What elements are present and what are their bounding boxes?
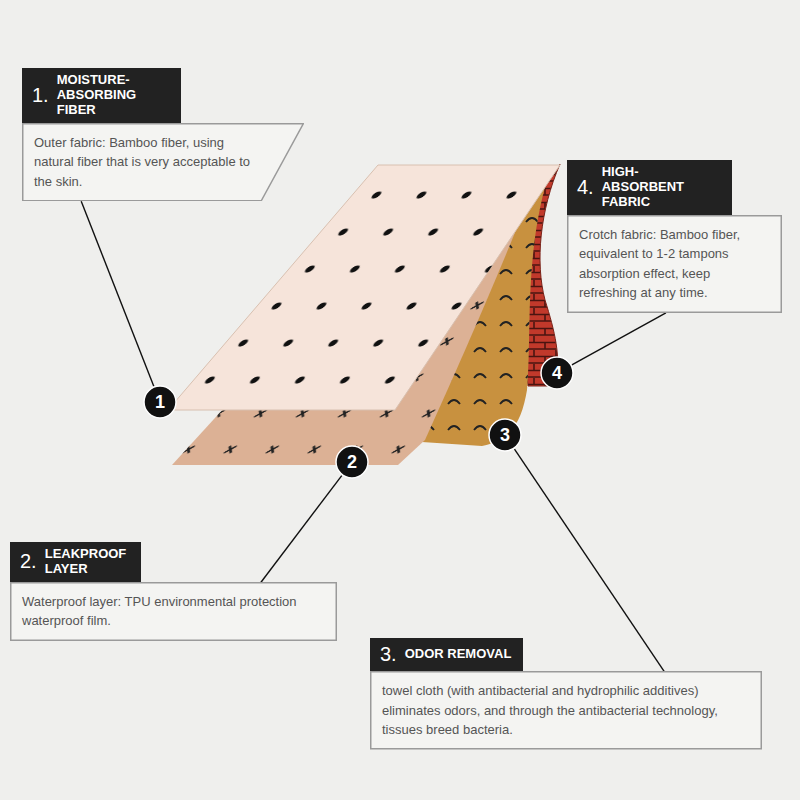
leader-line [259, 476, 342, 586]
callout-number: 1 [143, 385, 177, 419]
callout-number: 3. [380, 643, 397, 666]
callout-text: towel cloth (with antibacterial and hydr… [370, 671, 762, 750]
callout-text: Outer fabric: Bamboo fiber, using natura… [22, 123, 304, 202]
callout-circle: 4 [540, 356, 574, 390]
callout-box: 2. LEAKPROOF LAYER Waterproof layer: TPU e… [10, 542, 337, 641]
callout-heading: 3. ODOR REMOVAL [370, 638, 523, 671]
outer-layer [168, 165, 560, 410]
callout-border [371, 672, 762, 749]
callout-border [11, 583, 337, 641]
callout-number: 2 [335, 445, 369, 479]
callout-title: LEAKPROOF LAYER [45, 547, 129, 577]
callout-number: 4 [540, 356, 574, 390]
leader-line [81, 201, 154, 386]
callout-number: 2. [20, 550, 37, 573]
callout-body: Crotch fabric: Bamboo fiber, equivalent … [567, 215, 782, 313]
callout-number: 3 [488, 418, 522, 452]
callout-heading: 1. MOISTURE- ABSORBING FIBER [22, 68, 181, 123]
callout-circle: 1 [143, 385, 177, 419]
leader-line [514, 449, 675, 689]
callout-circle: 2 [335, 445, 369, 479]
callout-title: ODOR REMOVAL [405, 647, 512, 662]
callout-body: Waterproof layer: TPU environmental prot… [10, 582, 337, 641]
callout-body: Outer fabric: Bamboo fiber, using natura… [22, 123, 304, 202]
callout-box: 3. ODOR REMOVAL towel cloth (with antibact… [370, 638, 762, 750]
callout-border [568, 216, 782, 313]
leader-line [572, 313, 666, 365]
callout-title: MOISTURE- ABSORBING FIBER [57, 73, 169, 118]
callout-heading: 4. HIGH-ABSORBENT FABRIC [567, 160, 732, 215]
callout-body: towel cloth (with antibacterial and hydr… [370, 671, 762, 750]
callout-border [23, 124, 304, 201]
callout-circle: 3 [488, 418, 522, 452]
callout-box: 4. HIGH-ABSORBENT FABRIC Crotch fabric: Ba… [567, 160, 782, 313]
callout-text: Crotch fabric: Bamboo fiber, equivalent … [567, 215, 782, 313]
callout-title: HIGH-ABSORBENT FABRIC [602, 165, 720, 210]
callout-number: 1. [32, 84, 49, 107]
callout-number: 4. [577, 176, 594, 199]
callout-body-outline [10, 582, 337, 641]
callout-heading: 2. LEAKPROOF LAYER [10, 542, 141, 582]
callout-box: 1. MOISTURE- ABSORBING FIBER Outer fabric:… [22, 68, 304, 201]
callout-text: Waterproof layer: TPU environmental prot… [10, 582, 337, 641]
